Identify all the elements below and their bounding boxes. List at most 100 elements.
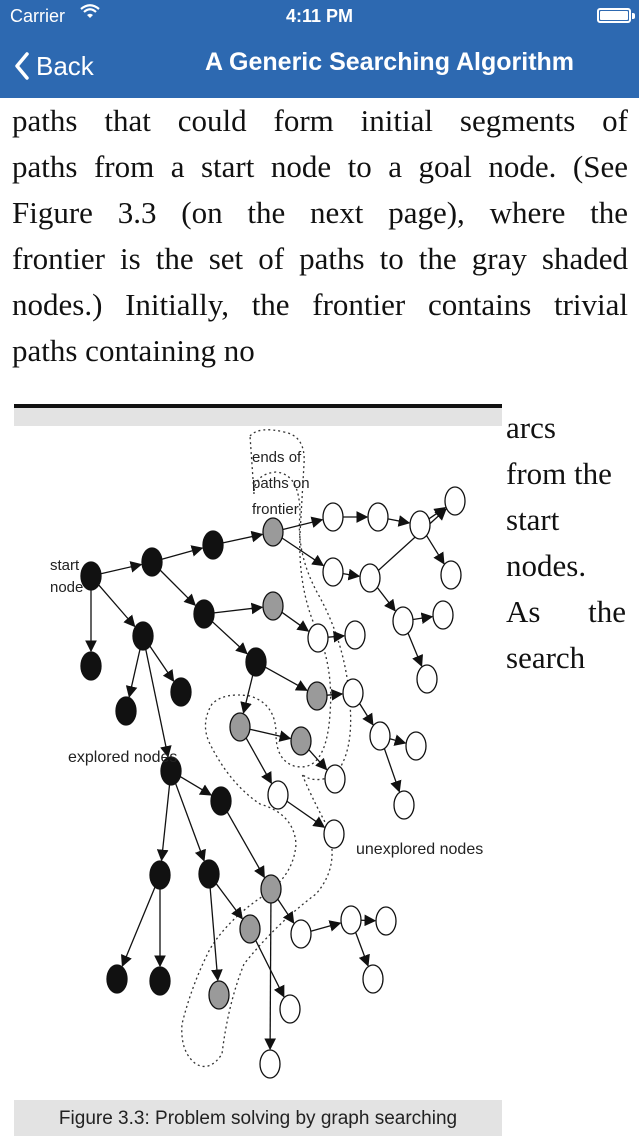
graph-arc-2 (161, 545, 204, 560)
label-ends-of: ends of (252, 449, 302, 466)
explored-node (149, 860, 171, 890)
explored-node (170, 677, 192, 707)
graph-arc-47 (264, 902, 276, 1051)
graph-arc-28 (145, 649, 172, 758)
unexplored-node (342, 678, 364, 708)
figure-top-rule (14, 404, 502, 408)
graph-arc-42 (355, 932, 370, 967)
graph-arc-15 (213, 602, 264, 615)
unexplored-node (344, 620, 366, 650)
graph-arc-3 (222, 530, 264, 544)
figure-caption: Figure 3.3: Problem solving by graph sea… (58, 1108, 458, 1129)
unexplored-node (432, 600, 454, 630)
graph-arc-10 (377, 508, 447, 571)
frontier-node (229, 712, 251, 742)
label-node: node (50, 579, 83, 596)
explored-node (80, 651, 102, 681)
graph-arc-26 (125, 649, 141, 698)
status-time: 4:11 PM (285, 6, 354, 26)
battery-icon (597, 8, 635, 23)
explored-node (80, 561, 102, 591)
graph-arc-14 (159, 569, 196, 606)
graph-arc-34 (179, 775, 212, 796)
explored-node (149, 966, 171, 996)
graph-arc-35 (156, 784, 171, 862)
frontier-dashed-outline (181, 429, 352, 1068)
label-frontier: frontier (252, 501, 299, 518)
side-line-5: As the (506, 589, 626, 635)
caption-bar (14, 1100, 502, 1136)
explored-node (202, 530, 224, 560)
side-line-2: from the (506, 456, 612, 491)
unexplored-node (393, 790, 415, 820)
explored-node (132, 621, 154, 651)
graph-arc-23 (383, 748, 402, 793)
graph-arc-39 (277, 898, 295, 924)
back-label: Back (36, 50, 94, 81)
page-title: A Generic Searching Algorithm (204, 48, 575, 76)
explored-node (106, 964, 128, 994)
unexplored-node (322, 557, 344, 587)
side-line-3: start (506, 502, 560, 537)
graph-arc-17 (327, 630, 346, 643)
unexplored-node (392, 606, 414, 636)
graph-arc-4 (282, 516, 324, 531)
side-line-6: search (506, 640, 586, 675)
side-line-4: nodes. (506, 548, 587, 583)
graph-arc-30 (249, 728, 292, 742)
graph-arc-12 (412, 612, 434, 624)
graph-arc-45 (209, 887, 223, 982)
graph-arc-27 (149, 645, 175, 682)
frontier-node (262, 517, 284, 547)
graph-arc-8 (281, 537, 325, 567)
label-paths-on: paths on (252, 475, 310, 492)
unexplored-node (416, 664, 438, 694)
graph-arc-33 (286, 800, 326, 828)
explored-node (198, 859, 220, 889)
graph-arc-36 (174, 783, 206, 862)
label-unexplored-nodes: unexplored nodes (356, 841, 483, 858)
side-word-as: As (506, 594, 541, 629)
chevron-left-icon (15, 52, 29, 80)
unexplored-node (359, 563, 381, 593)
explored-node (210, 786, 232, 816)
body-text: paths that could form initial segments o… (12, 98, 628, 374)
unexplored-node (369, 721, 391, 751)
graph-arc-22 (389, 734, 407, 746)
graph-arc-1 (100, 561, 143, 575)
unexplored-node (267, 780, 289, 810)
unexplored-node (323, 819, 345, 849)
unexplored-node (375, 906, 397, 936)
label-start: start (50, 557, 80, 574)
graph-arc-19 (264, 666, 308, 691)
label-explored-nodes: explored nodes (68, 749, 177, 766)
unexplored-node (409, 510, 431, 540)
unexplored-node (440, 560, 462, 590)
frontier-node (239, 914, 261, 944)
frontier-node (260, 874, 282, 904)
graph-arc-29 (240, 675, 254, 714)
graph-arc-43 (121, 886, 156, 968)
frontier-node (208, 980, 230, 1010)
back-button[interactable]: Back (14, 44, 94, 88)
figure-3-3: ends of paths on frontier start node exp… (14, 404, 502, 1136)
graph-arc-13 (407, 632, 423, 668)
graph-arc-38 (215, 883, 243, 920)
search-graph-diagram: ends of paths on frontier start node exp… (50, 429, 483, 1079)
unexplored-node (405, 731, 427, 761)
unexplored-node (279, 994, 301, 1024)
unexplored-node (367, 502, 389, 532)
graph-arc-40 (310, 920, 342, 932)
unexplored-node (444, 486, 466, 516)
graph-arc-46 (255, 940, 285, 998)
graph-arc-16 (281, 611, 310, 632)
unexplored-node (362, 964, 384, 994)
status-bar: Carrier 4:11 PM (0, 0, 639, 34)
unexplored-node (290, 919, 312, 949)
side-word-the: the (588, 594, 626, 629)
text-line-1: paths that could form initial segments o… (12, 103, 628, 138)
graph-arc-32 (245, 737, 272, 785)
graph-arc-37 (226, 811, 265, 879)
graph-arc-48 (387, 515, 411, 527)
